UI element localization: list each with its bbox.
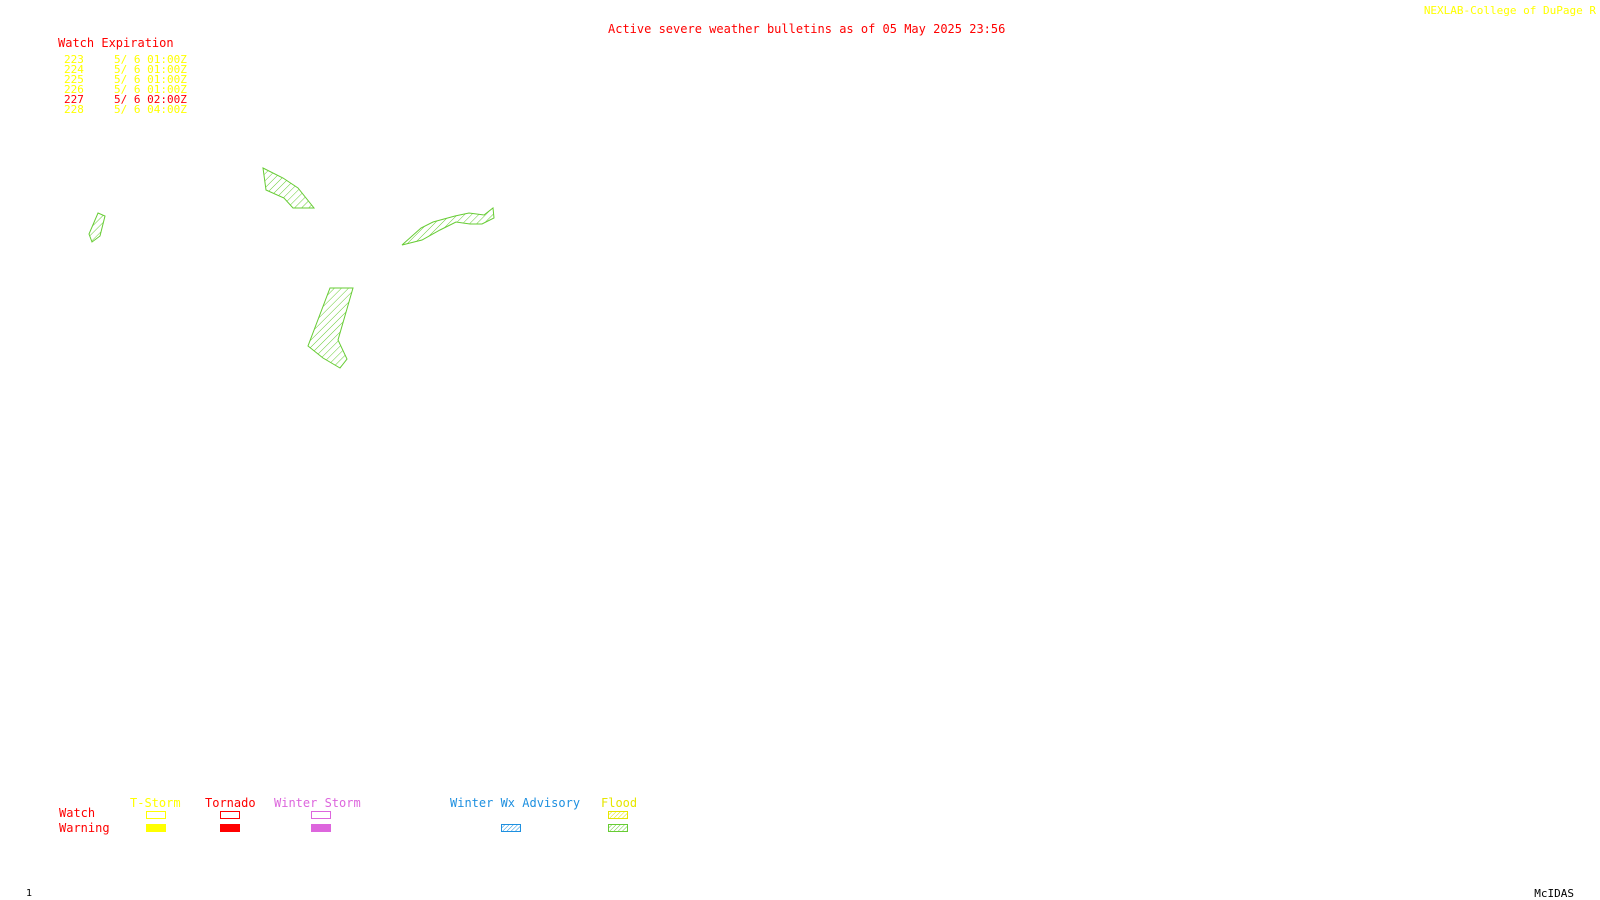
bulletin-title: Active severe weather bulletins as of 05… (608, 22, 1006, 36)
tstorm-watch-swatch (146, 811, 166, 819)
winter-advisory-swatch (501, 824, 521, 832)
watch-number: 224 (64, 63, 84, 76)
watch-row: 224 5/ 6 01:00Z (64, 64, 187, 75)
watch-expires: 5/ 6 04:00Z (114, 103, 187, 116)
legend-row-warning: Warning (59, 821, 110, 835)
watch-number: 225 (64, 73, 84, 86)
legend-label-winter-advisory: Winter Wx Advisory (450, 796, 581, 810)
winter-storm-watch-swatch (311, 811, 331, 819)
legend-label-flood: Flood (601, 796, 638, 810)
legend-row-watch: Watch (59, 806, 96, 820)
watch-expires: 5/ 6 01:00Z (114, 53, 187, 66)
flood-warning-swatch (608, 824, 628, 832)
legend-label-winter-storm: Winter Storm (274, 796, 361, 810)
flood-area-polygon (307, 287, 354, 369)
tstorm-warning-swatch (146, 824, 166, 832)
winter-storm-warning-swatch (311, 824, 331, 832)
watch-expires: 5/ 6 02:00Z (114, 93, 187, 106)
watch-number: 223 (64, 53, 84, 66)
source-credit: NEXLAB-College of DuPage R (1423, 4, 1596, 17)
flood-area-polygon (401, 207, 495, 246)
watch-expires: 5/ 6 01:00Z (114, 73, 187, 86)
watch-row: 228 5/ 6 04:00Z (64, 104, 187, 115)
watch-row: 227 5/ 6 02:00Z (64, 94, 187, 105)
watch-row: 226 5/ 6 01:00Z (64, 84, 187, 95)
flood-area-polygon (88, 212, 106, 243)
watch-number: 228 (64, 103, 84, 116)
flood-watch-swatch (608, 811, 628, 819)
watch-expires: 5/ 6 01:00Z (114, 63, 187, 76)
tornado-watch-swatch (220, 811, 240, 819)
software-label: McIDAS (1534, 887, 1574, 900)
watch-number: 226 (64, 83, 84, 96)
watch-expires: 5/ 6 01:00Z (114, 83, 187, 96)
tornado-warning-swatch (220, 824, 240, 832)
watch-number: 227 (64, 93, 84, 106)
legend-label-tornado: Tornado (205, 796, 256, 810)
frame-number: 1 (26, 888, 33, 899)
watch-table-heading: Watch Expiration (58, 36, 174, 50)
flood-area-polygon (262, 167, 316, 209)
watch-row: 225 5/ 6 01:00Z (64, 74, 187, 85)
watch-row: 223 5/ 6 01:00Z (64, 54, 187, 65)
legend-label-tstorm: T-Storm (130, 796, 181, 810)
